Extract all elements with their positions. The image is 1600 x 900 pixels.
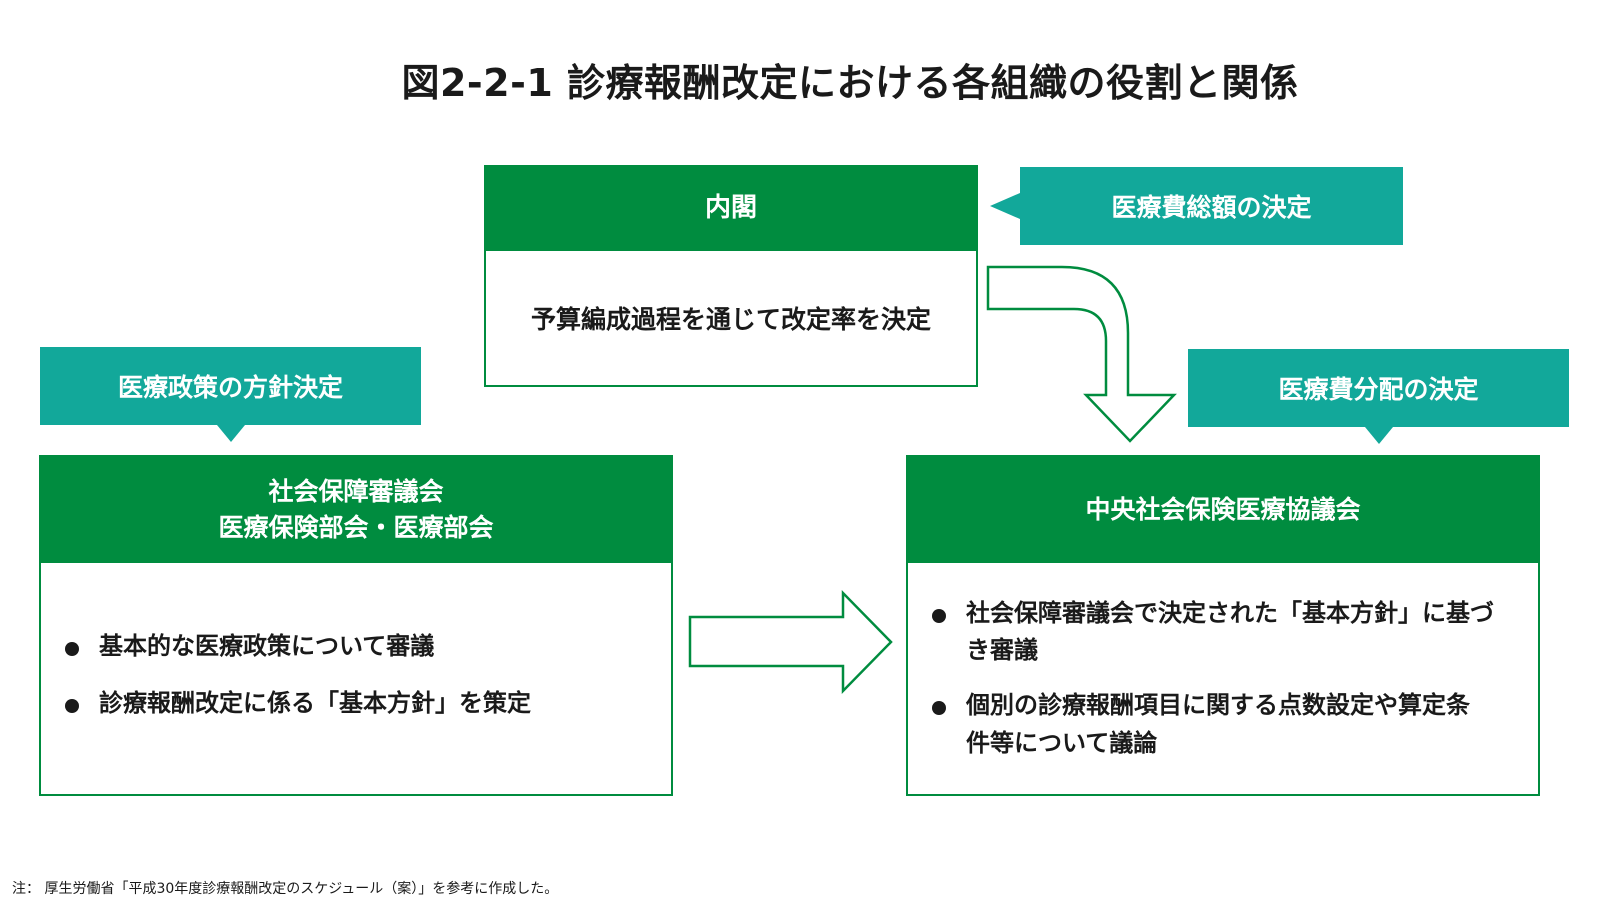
council-bullet-1: 基本的な医療政策について審議 [41, 628, 671, 665]
source-note: 注： 厚生労働省「平成30年度診療報酬改定のスケジュール（案）」を参考に作成した… [12, 881, 559, 897]
council-header: 社会保障審議会 医療保険部会・医療部会 [41, 457, 671, 563]
chuikyo-bullet-1: 社会保障審議会で決定された「基本方針」に基づき審議 [908, 595, 1538, 669]
cabinet-body: 予算編成過程を通じて改定率を決定 [486, 251, 976, 384]
council-box: 社会保障審議会 医療保険部会・医療部会 基本的な医療政策について審議 診療報酬改… [39, 455, 673, 796]
council-role-tag: 医療政策の方針決定 [40, 347, 421, 442]
cabinet-role-tag: 医療費総額の決定 [990, 167, 1403, 245]
chuikyo-body: 社会保障審議会で決定された「基本方針」に基づき審議 個別の診療報酬項目に関する点… [908, 563, 1538, 762]
council-bullet-2: 診療報酬改定に係る「基本方針」を策定 [41, 685, 671, 722]
cabinet-body-text: 予算編成過程を通じて改定率を決定 [530, 304, 931, 334]
council-body: 基本的な医療政策について審議 診療報酬改定に係る「基本方針」を策定 [41, 563, 671, 722]
chuikyo-header: 中央社会保険医療協議会 [908, 457, 1538, 563]
cabinet-header: 内閣 [486, 167, 976, 251]
right-arrow [688, 589, 893, 695]
chuikyo-role-tag: 医療費分配の決定 [1188, 349, 1569, 444]
cabinet-box: 内閣 予算編成過程を通じて改定率を決定 [484, 165, 978, 387]
chuikyo-bullet-2: 個別の診療報酬項目に関する点数設定や算定条件等について議論 [908, 687, 1538, 761]
curved-down-arrow [986, 265, 1177, 443]
council-header-line1: 社会保障審議会 [268, 476, 444, 506]
council-header-line2: 医療保険部会・医療部会 [218, 513, 494, 542]
diagram-title: 図2-2-1 診療報酬改定における各組織の役割と関係 [401, 61, 1299, 105]
chuikyo-box: 中央社会保険医療協議会 社会保障審議会で決定された「基本方針」に基づき審議 個別… [906, 455, 1540, 796]
